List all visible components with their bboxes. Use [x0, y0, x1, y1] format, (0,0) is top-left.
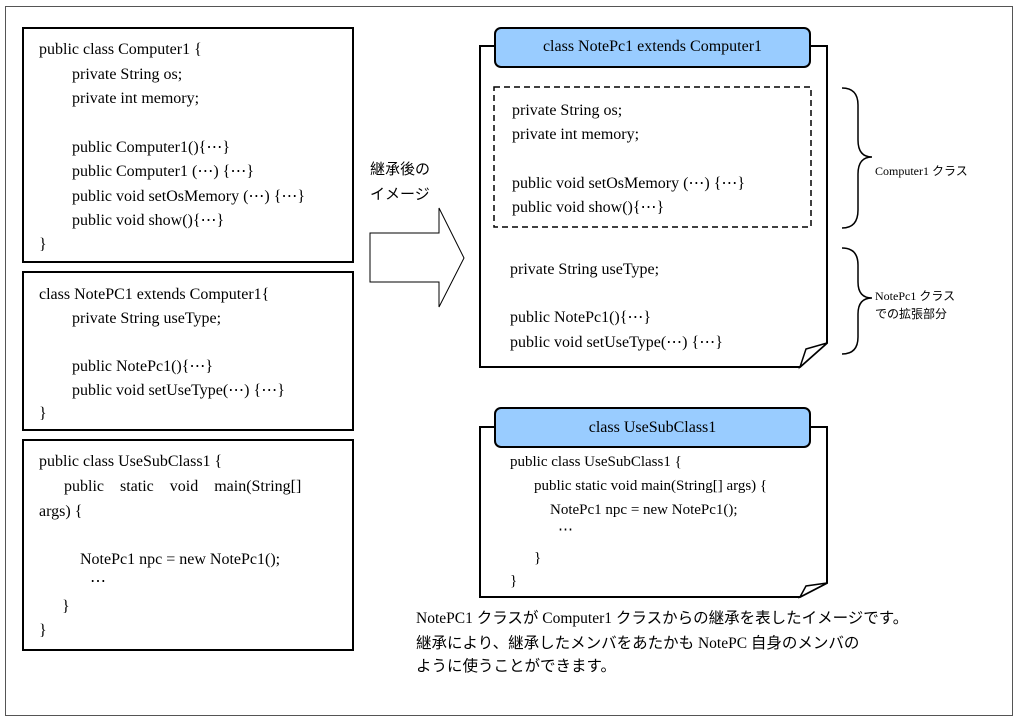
computer1-code-box [22, 27, 354, 263]
code-line: private String useType; [510, 261, 660, 278]
notepc-brace-label-line1: NotePc1 クラス [875, 289, 956, 303]
code-line: public class UseSubClass1 { [510, 454, 682, 470]
notepc-brace [841, 247, 873, 355]
code-line: } [510, 573, 518, 589]
arrow-label-line: イメージ [370, 187, 430, 203]
code-line: NotePc1 npc = new NotePc1(); [550, 502, 738, 518]
code-line: public void setOsMemory (⋯) {⋯} [512, 175, 746, 192]
code-line: public void show(){⋯} [72, 212, 225, 229]
usesub-doc-title: class UseSubClass1 [588, 419, 717, 436]
caption-line: 継承により、継承したメンバをあたかも NotePC 自身のメンバの [416, 635, 860, 652]
inherited-members-dashed-box [493, 86, 812, 228]
notepc-code-box [22, 271, 354, 431]
caption-line: NotePC1 クラスが Computer1 クラスからの継承を表したイメージで… [416, 610, 909, 627]
code-line: public void setUseType(⋯) {⋯} [510, 334, 723, 351]
code-line: args) { [39, 503, 83, 520]
code-line: NotePc1 npc = new NotePc1(); [80, 551, 281, 568]
usesub-doc-tab [494, 407, 811, 448]
code-line: } [62, 598, 70, 615]
usesub-code-box [22, 439, 354, 651]
diagram-frame [5, 6, 1013, 716]
code-line: ⋯ [558, 522, 573, 538]
code-line: private String os; [72, 66, 183, 83]
code-line: private int memory; [72, 90, 200, 107]
code-line: public void setOsMemory (⋯) {⋯} [72, 188, 306, 205]
computer1-brace [841, 87, 873, 229]
inheritance-arrow [369, 207, 465, 308]
code-line: class NotePC1 extends Computer1{ [39, 286, 270, 303]
code-line: public void setUseType(⋯) {⋯} [72, 382, 285, 399]
code-line: } [534, 550, 542, 566]
code-line: public Computer1 (⋯) {⋯} [72, 163, 254, 180]
code-line: } [39, 405, 47, 422]
arrow-label-line: 継承後の [370, 162, 431, 178]
code-line: public NotePc1(){⋯} [72, 358, 214, 375]
code-line: public void show(){⋯} [512, 199, 665, 216]
notepc-brace-label-line2: での拡張部分 [875, 307, 948, 321]
code-line: public static void main(String[] args) { [534, 478, 768, 494]
code-line: } [39, 622, 47, 639]
code-line: public static void main(String[] [64, 478, 302, 495]
code-line: } [39, 236, 47, 253]
code-line: public NotePc1(){⋯} [510, 309, 652, 326]
notepc-document-shape [479, 45, 828, 370]
code-line: ⋯ [90, 573, 106, 590]
caption-line: ように使うことができます。 [416, 658, 616, 675]
notepc-doc-tab [494, 27, 811, 68]
usesub-document-shape [479, 426, 828, 599]
code-line: public class Computer1 { [39, 41, 202, 58]
notepc-doc-title: class NotePc1 extends Computer1 [542, 38, 763, 55]
code-line: public Computer1(){⋯} [72, 139, 230, 156]
code-line: private String os; [512, 102, 623, 119]
code-line: public class UseSubClass1 { [39, 453, 223, 470]
code-line: private String useType; [72, 310, 222, 327]
computer1-brace-label: Computer1 クラス [875, 164, 968, 178]
code-line: private int memory; [512, 126, 640, 143]
